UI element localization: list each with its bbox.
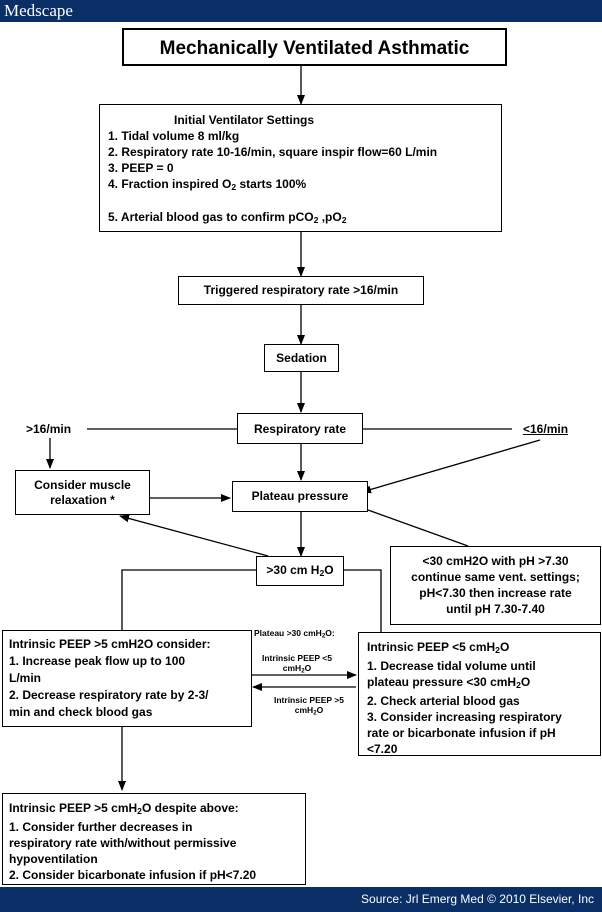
peep-lt5-label: Intrinsic PEEP <5 cmH2O xyxy=(262,653,333,675)
line-gt30-to-left-box xyxy=(121,569,256,630)
right-box-line-7: <7.20 xyxy=(367,742,398,757)
left-box-line-5: min and check blood gas xyxy=(9,705,153,719)
muscle-line-1: Consider muscle xyxy=(34,478,131,492)
gt30-box: >30 cm H2O xyxy=(256,556,344,586)
right-box-line-2: 1. Decrease tidal volume until xyxy=(367,659,536,674)
initial-item-2: 2. Respiratory rate 10-16/min, square in… xyxy=(108,145,438,159)
lt30-box: <30 cmH2O with pH >7.30 continue same ve… xyxy=(390,546,601,625)
left-box-line-1: Intrinsic PEEP >5 cmH2O consider: xyxy=(9,637,211,651)
right-box-line-3: plateau pressure <30 cmH2O xyxy=(367,675,531,691)
triggered-label: Triggered respiratory rate >16/min xyxy=(203,283,399,297)
initial-heading: Initial Ventilator Settings xyxy=(174,113,315,127)
left-box-line-3: L/min xyxy=(9,671,41,685)
right-box-line-5: 3. Consider increasing respiratory xyxy=(367,710,562,725)
bottom-box-line-3: respiratory rate with/without permissive xyxy=(9,836,237,851)
initial-item-4: 4. Fraction inspired O2 starts 100% xyxy=(108,177,307,193)
bottom-box-line-2: 1. Consider further decreases in xyxy=(9,820,193,835)
sedation-label: Sedation xyxy=(276,351,327,365)
lt30-line-3: pH<7.30 then increase rate xyxy=(419,586,572,600)
resp-rate-label: Respiratory rate xyxy=(253,422,347,436)
gt30-label: >30 cm H2O xyxy=(266,563,334,579)
initial-item-3: 3. PEEP = 0 xyxy=(108,161,174,175)
arrow-right-to-plateau xyxy=(361,439,541,494)
plateau-gt30-label: Plateau >30 cmH2O: xyxy=(254,628,335,640)
line-gt30-to-right-box xyxy=(344,569,382,632)
bottom-box-line-1: Intrinsic PEEP >5 cmH2O despite above: xyxy=(9,801,239,817)
intrinsic-peep-lt5-box: Intrinsic PEEP <5 cmH2O 1. Decrease tida… xyxy=(358,632,601,756)
left-box-line-2: 1. Increase peak flow up to 100 xyxy=(9,654,186,668)
gt16-label: >16/min xyxy=(26,422,72,436)
muscle-relaxation-box: Consider muscle relaxation * xyxy=(15,470,150,515)
lt30-line-1: <30 cmH2O with pH >7.30 xyxy=(422,554,569,568)
plateau-pressure-box: Plateau pressure xyxy=(232,481,368,512)
resp-rate-box: Respiratory rate xyxy=(237,413,363,444)
line-plateau-to-lt30 xyxy=(367,509,469,547)
muscle-line-2: relaxation * xyxy=(50,493,115,507)
footer-bar: Source: Jrl Emerg Med © 2010 Elsevier, I… xyxy=(0,887,602,912)
lt30-line-2: continue same vent. settings; xyxy=(411,570,580,584)
left-box-line-4: 2. Decrease respiratory rate by 2-3/ xyxy=(9,688,209,702)
source-credit: Source: Jrl Emerg Med © 2010 Elsevier, I… xyxy=(361,892,594,906)
header-bar: Medscape xyxy=(0,0,602,22)
medscape-logo[interactable]: Medscape xyxy=(4,1,73,20)
le16-label: <16/min xyxy=(523,422,569,436)
diagram-title: Mechanically Ventilated Asthmatic xyxy=(159,38,470,59)
peep-gt5-label: Intrinsic PEEP >5 cmH2O xyxy=(274,695,345,717)
plateau-pressure-label: Plateau pressure xyxy=(251,489,349,503)
right-box-line-6: rate or bicarbonate infusion if pH xyxy=(367,726,556,741)
intrinsic-peep-gt5-box: Intrinsic PEEP >5 cmH2O consider: 1. Inc… xyxy=(2,630,252,727)
right-box-line-4: 2. Check arterial blood gas xyxy=(367,694,520,709)
right-box-line-1: Intrinsic PEEP <5 cmH2O xyxy=(367,640,510,656)
triggered-box: Triggered respiratory rate >16/min xyxy=(178,276,424,305)
bottom-box-line-5: 2. Consider bicarbonate infusion if pH<7… xyxy=(9,868,257,883)
initial-item-5: 5. Arterial blood gas to confirm pCO2 ,p… xyxy=(108,210,347,226)
initial-settings-box: Initial Ventilator Settings 1. Tidal vol… xyxy=(99,104,502,232)
initial-item-1: 1. Tidal volume 8 ml/kg xyxy=(108,129,240,143)
title-box: Mechanically Ventilated Asthmatic xyxy=(122,28,507,66)
arrow-gt30-to-muscle xyxy=(119,514,269,557)
bottom-box-line-4: hypoventilation xyxy=(9,852,98,867)
intrinsic-peep-despite-box: Intrinsic PEEP >5 cmH2O despite above: 1… xyxy=(2,793,306,885)
lt30-line-4: until pH 7.30-7.40 xyxy=(446,602,545,616)
sedation-box: Sedation xyxy=(264,344,339,372)
